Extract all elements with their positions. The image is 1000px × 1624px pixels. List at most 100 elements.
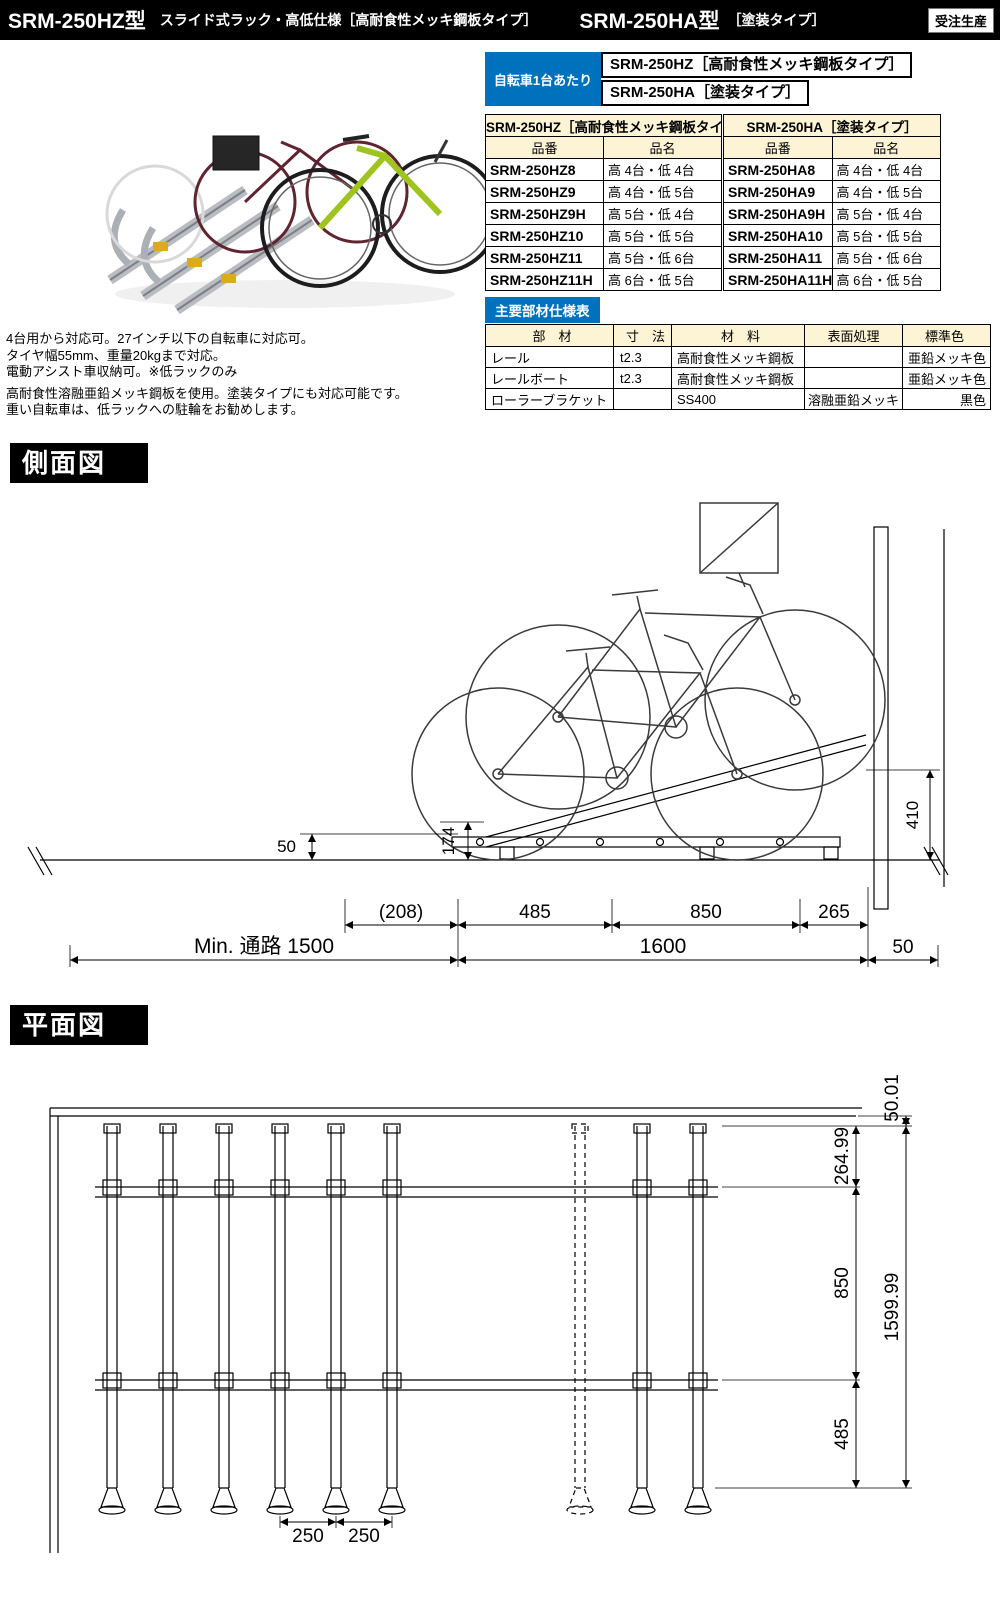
plan-view-drawing: 264.99 850 485 50.01 1599.99 250 250: [49, 1074, 912, 1553]
dim-1600: 1600: [640, 935, 687, 958]
mat-color: 黒色: [902, 388, 991, 410]
hz-product-table: SRM-250HZ［高耐食性メッキ鋼板タイプ］ 品番 品名 SRM-250HZ8…: [485, 114, 722, 291]
mat-size: t2.3: [613, 346, 672, 368]
dim-1599-99: 1599.99: [882, 1273, 903, 1342]
mat-col-part: 部 材: [485, 324, 614, 347]
materials-table-title: 主要部材仕様表: [485, 297, 600, 323]
mat-color: 亜鉛メッキ色: [902, 367, 991, 389]
plan-view-title: 平面図: [10, 1005, 148, 1045]
dim-174: 174: [439, 827, 458, 855]
hz-col-code: 品番: [485, 136, 604, 159]
hz-table-title: SRM-250HZ［高耐食性メッキ鋼板タイプ］: [485, 114, 722, 137]
made-to-order-badge: 受注生産: [927, 7, 994, 33]
product-code: SRM-250HA11: [723, 246, 833, 269]
mat-material: SS400: [671, 388, 805, 410]
mat-material: 高耐食性メッキ鋼板: [671, 346, 805, 368]
mat-col-size: 寸 法: [613, 324, 672, 347]
mat-col-color: 標準色: [902, 324, 991, 347]
product-code: SRM-250HZ11: [485, 246, 604, 269]
model-hz-subtitle: スライド式ラック・高低仕様［高耐食性メッキ鋼板タイプ］: [159, 12, 538, 28]
product-code: SRM-250HA9H: [723, 202, 833, 225]
model-ha-title: SRM-250HA型: [579, 10, 720, 33]
high-bike-outline: [465, 502, 886, 810]
mat-part: ローラーブラケット: [485, 388, 614, 410]
mat-col-surface: 表面処理: [804, 324, 903, 347]
per-bike-model-hz: SRM-250HZ［高耐食性メッキ鋼板タイプ］: [601, 52, 913, 78]
per-bike-model-ha: SRM-250HA［塗装タイプ］: [601, 80, 810, 106]
rack-rails: [451, 734, 867, 860]
dim-208: (208): [379, 902, 423, 923]
feature-line: タイヤ幅55mm、重量20kgまで対応。: [6, 347, 226, 363]
table-row: ローラーブラケット SS400 溶融亜鉛メッキ 黒色: [485, 388, 991, 410]
hz-col-name: 品名: [603, 136, 722, 159]
side-view-drawing: 50 174 410 (208) 485 850 265 Min. 通路 150…: [27, 502, 949, 967]
product-name: 高 5台・低 4台: [831, 202, 941, 225]
product-name: 高 5台・低 6台: [603, 246, 722, 269]
dim-850-plan: 850: [832, 1267, 853, 1299]
table-row: レールボート t2.3 高耐食性メッキ鋼板 亜鉛メッキ色: [485, 367, 991, 389]
rack-illustration: [107, 185, 455, 315]
dim-250-a: 250: [292, 1526, 324, 1547]
product-code: SRM-250HA8: [723, 158, 833, 181]
ground-and-wall: [27, 526, 949, 910]
dim-250-b: 250: [348, 1526, 380, 1547]
mat-part: レール: [485, 346, 614, 368]
product-name: 高 4台・低 5台: [831, 180, 941, 203]
product-name: 高 4台・低 4台: [831, 158, 941, 181]
feature-line: 重い自転車は、低ラックへの駐輪をお勧めします。: [6, 402, 304, 417]
mat-surface: [804, 367, 903, 389]
product-code: SRM-250HZ11H: [485, 268, 604, 291]
plan-rails: [98, 1123, 712, 1515]
product-name: 高 4台・低 4台: [603, 158, 722, 181]
mat-size: [613, 388, 672, 410]
per-bike-label: 自転車1台あたり: [485, 52, 601, 106]
product-code: SRM-250HZ10: [485, 224, 604, 247]
product-code: SRM-250HA9: [723, 180, 833, 203]
ha-table-title: SRM-250HA［塗装タイプ］: [723, 114, 941, 137]
feature-line: 高耐食性溶融亜鉛メッキ鋼板を使用。塗装タイプにも対応可能です。: [6, 385, 408, 401]
plan-wall: [49, 1107, 862, 1553]
product-photo: [105, 134, 490, 315]
dim-50-01: 50.01: [882, 1074, 903, 1122]
dim-485: 485: [519, 902, 551, 923]
product-name: 高 6台・低 5台: [831, 268, 941, 291]
product-code: SRM-250HZ9: [485, 180, 604, 203]
plan-horizontal-rails: [95, 1186, 718, 1391]
mat-size: t2.3: [613, 367, 672, 389]
feature-line: 電動アシスト車収納可。※低ラックのみ: [6, 364, 238, 379]
product-name: 高 6台・低 5台: [603, 268, 722, 291]
page-header: SRM-250HZ型 スライド式ラック・高低仕様［高耐食性メッキ鋼板タイプ］ S…: [0, 0, 1000, 40]
product-name: 高 4台・低 5台: [603, 180, 722, 203]
product-name: 高 5台・低 6台: [831, 246, 941, 269]
product-name: 高 5台・低 5台: [603, 224, 722, 247]
dim-850: 850: [690, 902, 722, 923]
dimension-lines: 50 174 410 (208) 485 850 265 Min. 通路 150…: [69, 769, 940, 967]
product-name: 高 5台・低 5台: [831, 224, 941, 247]
product-name: 高 5台・低 4台: [603, 202, 722, 225]
low-bike-outline: [411, 634, 824, 861]
mat-surface: [804, 346, 903, 368]
product-code: SRM-250HA11H: [723, 268, 833, 291]
mat-color: 亜鉛メッキ色: [902, 346, 991, 368]
feature-line: 4台用から対応可。27インチ以下の自転車に対応可。: [6, 331, 314, 346]
mat-surface: 溶融亜鉛メッキ: [804, 388, 903, 410]
dim-50-left: 50: [277, 837, 296, 856]
mat-col-material: 材 料: [671, 324, 805, 347]
product-code: SRM-250HA10: [723, 224, 833, 247]
dim-264-99: 264.99: [832, 1127, 853, 1185]
bikes-illustration: [105, 134, 490, 288]
product-code: SRM-250HZ9H: [485, 202, 604, 225]
mat-part: レールボート: [485, 367, 614, 389]
product-code: SRM-250HZ8: [485, 158, 604, 181]
